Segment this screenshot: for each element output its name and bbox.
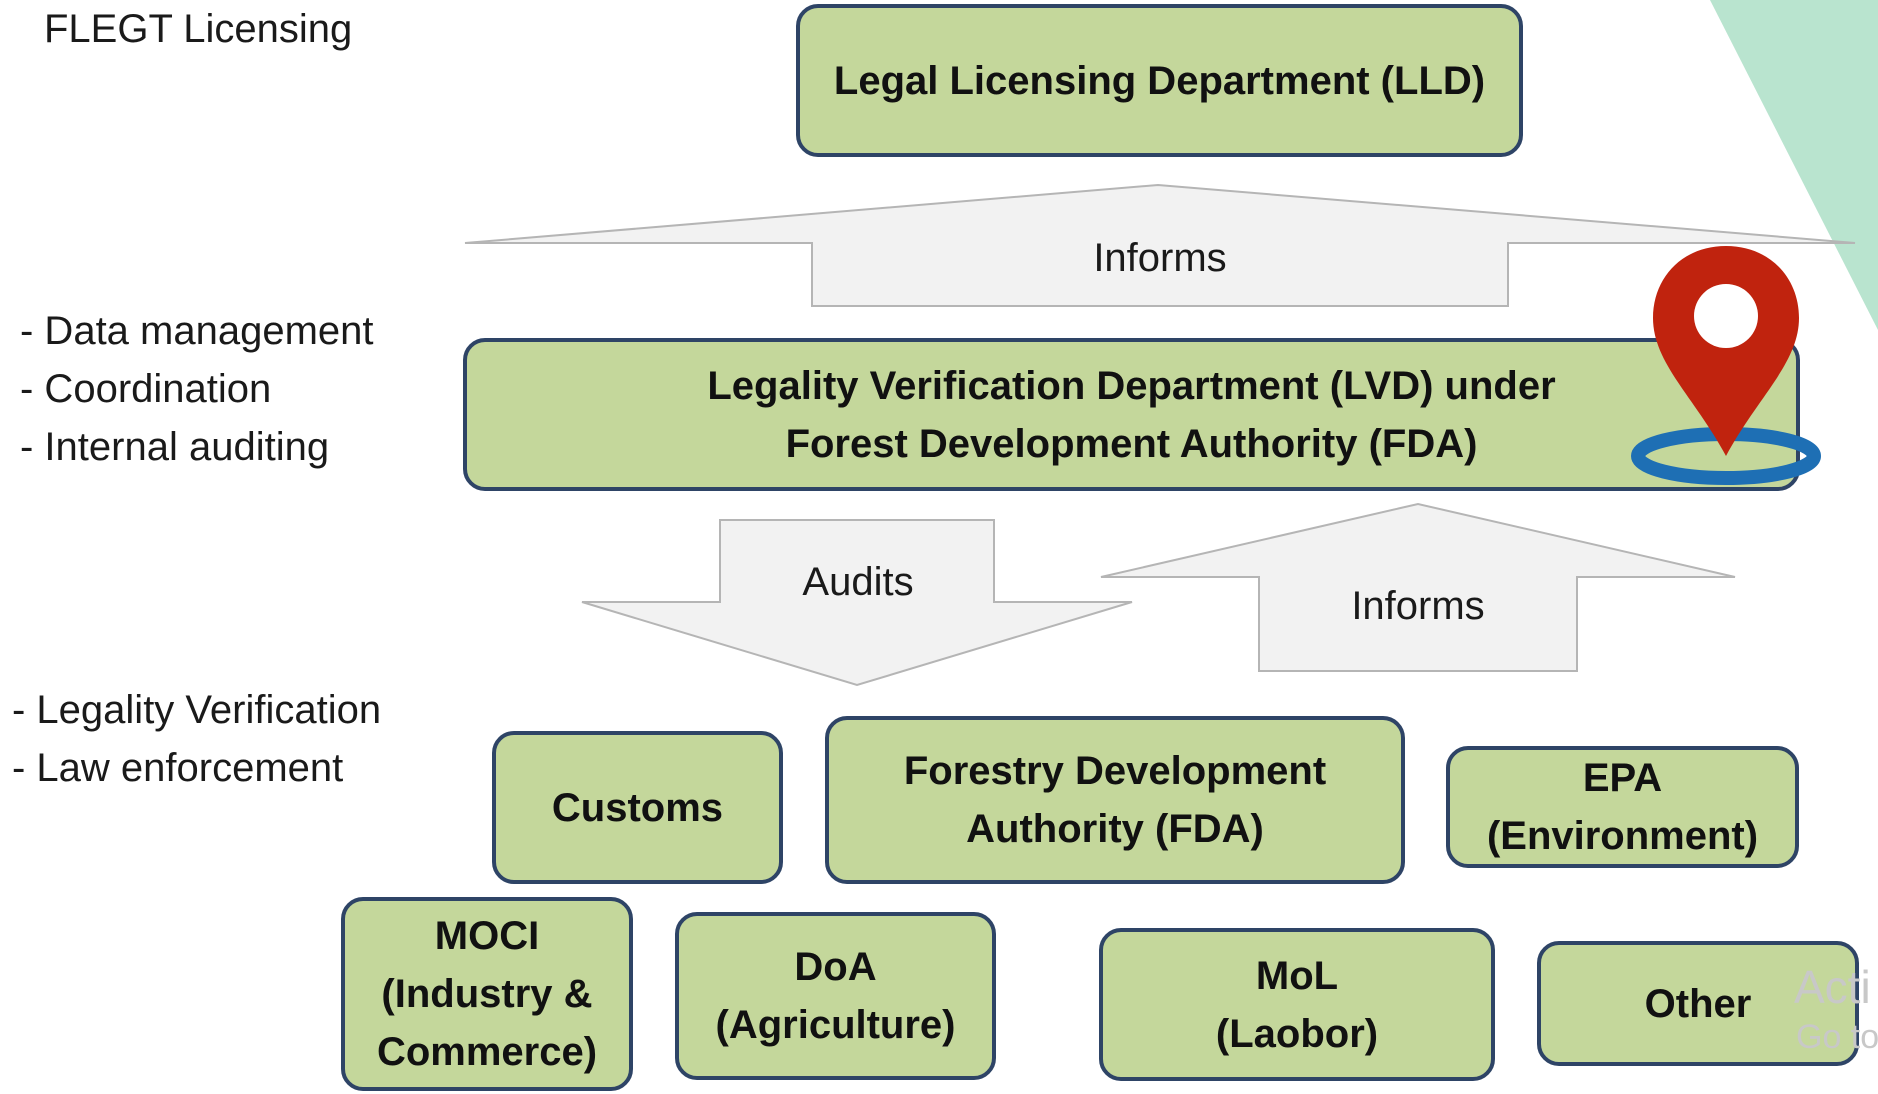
page-title: FLEGT Licensing [44, 7, 353, 51]
audits-arrow [581, 519, 1133, 687]
audits-label: Audits [802, 560, 914, 604]
role-coordination: - Coordination [20, 367, 272, 411]
bottom-informs-label: Informs [1351, 584, 1485, 628]
top-informs-label: Informs [1093, 236, 1227, 280]
other-box: Other [1537, 941, 1859, 1066]
map-pin-icon [1631, 246, 1821, 485]
epa-box: EPA (Environment) [1446, 746, 1799, 868]
customs-box: Customs [492, 731, 783, 884]
moci-box: MOCI (Industry & Commerce) [341, 897, 633, 1091]
bottom-informs-arrow [1100, 502, 1736, 672]
fda-box: Forestry Development Authority (FDA) [825, 716, 1405, 884]
lld-box: Legal Licensing Department (LLD) [796, 4, 1523, 157]
watermark-line1: Acti [1794, 961, 1871, 1013]
role-internal-auditing: - Internal auditing [20, 425, 330, 469]
watermark-line2: Go to [1796, 1018, 1878, 1056]
mol-box: MoL (Laobor) [1099, 928, 1495, 1081]
role-data-management: - Data management [20, 309, 374, 353]
role-law-enforcement: - Law enforcement [12, 746, 344, 790]
doa-box: DoA (Agriculture) [675, 912, 996, 1080]
lvd-box: Legality Verification Department (LVD) u… [463, 338, 1800, 491]
top-informs-arrow [464, 183, 1856, 307]
role-legality-verification: - Legality Verification [12, 688, 382, 732]
